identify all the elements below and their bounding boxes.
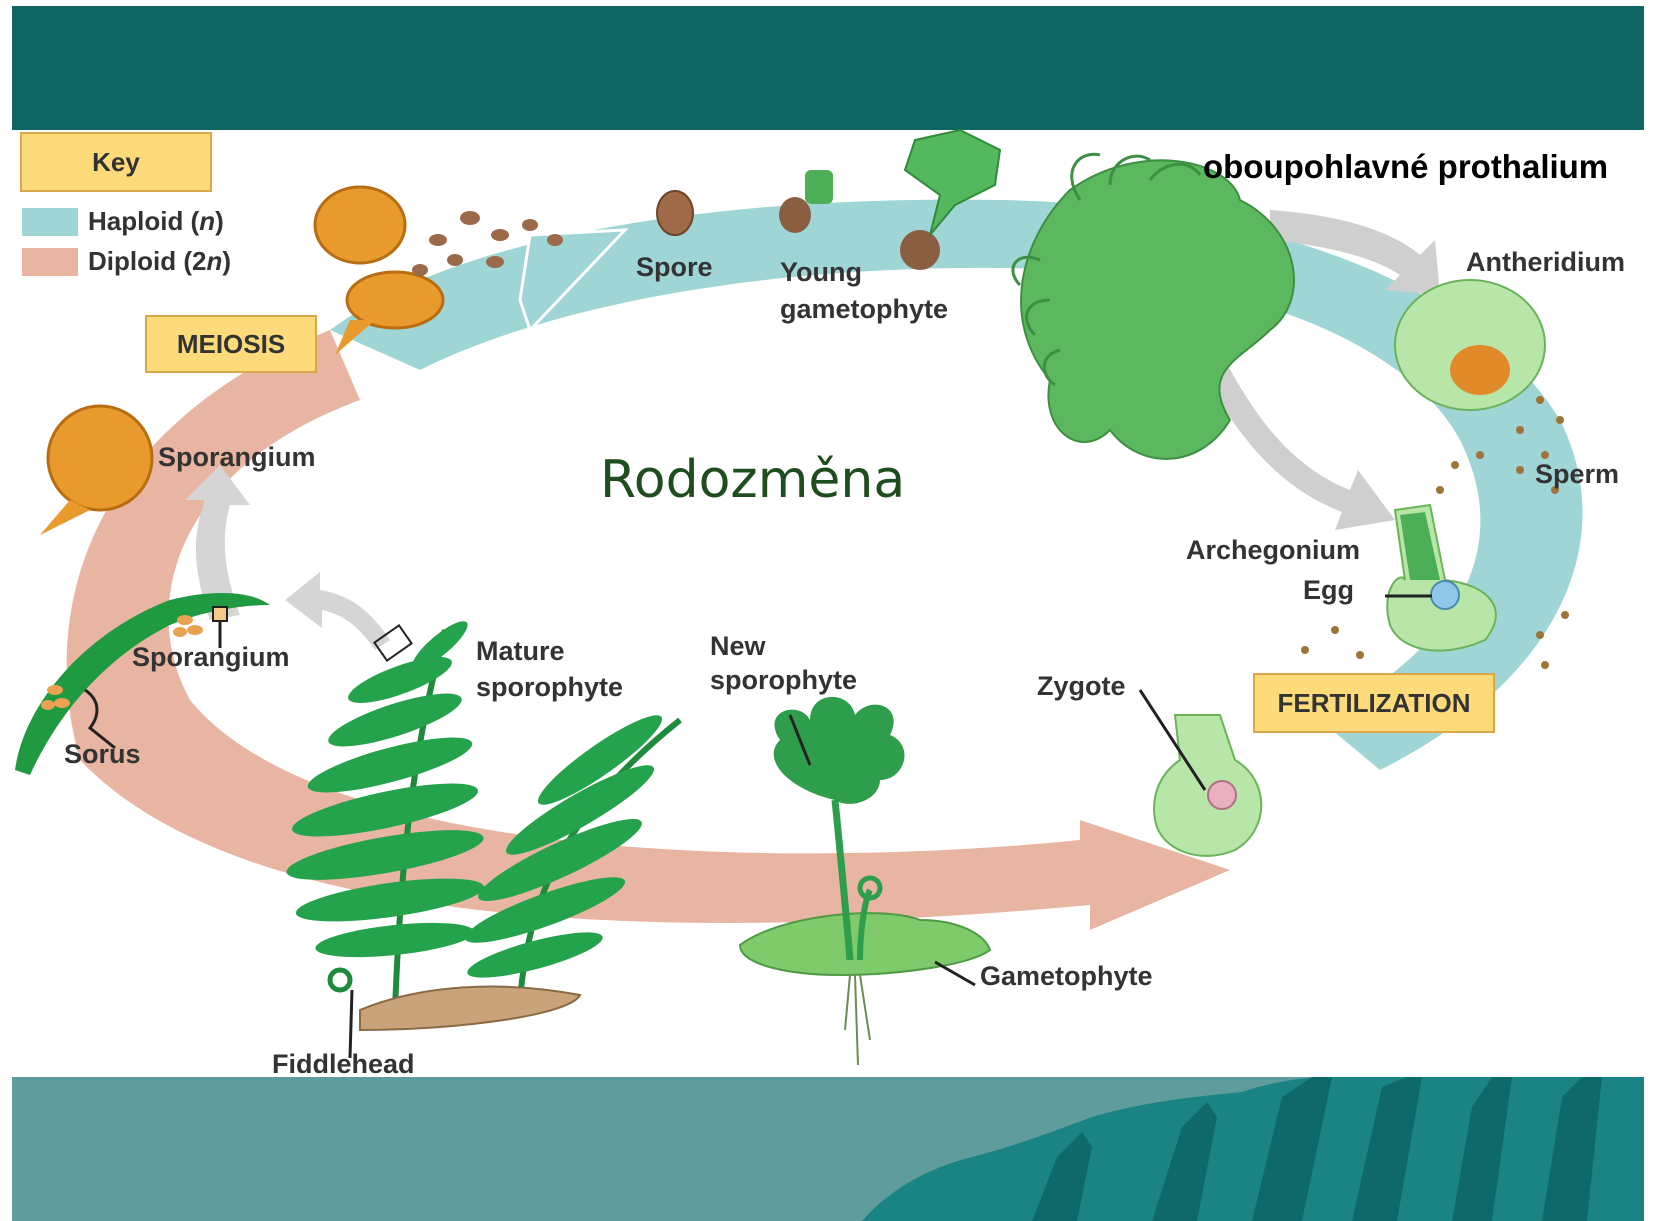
- key-heading-text: Key: [92, 147, 140, 178]
- diploid-label-end: ): [222, 246, 231, 276]
- label-zygote: Zygote: [1037, 672, 1126, 702]
- label-new-sporophyte-1: New: [710, 632, 766, 662]
- footer-decoration: [12, 1077, 1644, 1221]
- meiosis-text: MEIOSIS: [177, 329, 285, 360]
- haploid-label-end: ): [215, 206, 224, 236]
- footer-band: [12, 1077, 1644, 1221]
- label-new-sporophyte-2: sporophyte: [710, 666, 857, 696]
- pointer-arrow-frond: [285, 572, 390, 650]
- diploid-ploidy-var: n: [206, 246, 222, 276]
- egg-illustration: [1431, 581, 1459, 609]
- label-antheridium: Antheridium: [1466, 248, 1625, 278]
- label-sorus: Sorus: [64, 740, 141, 770]
- label-spore: Spore: [636, 253, 713, 283]
- label-young-gametophyte-1: Young: [780, 258, 862, 288]
- diagram-title: Rodozměna: [600, 450, 905, 510]
- haploid-swatch: [22, 208, 78, 236]
- label-sporangium-frond: Sporangium: [132, 643, 290, 673]
- diploid-label: Diploid (2: [88, 246, 206, 276]
- label-sporangium: Sporangium: [158, 443, 316, 473]
- fertilization-box: FERTILIZATION: [1253, 673, 1495, 733]
- haploid-ploidy-var: n: [199, 206, 215, 236]
- key-heading: Key: [20, 132, 212, 192]
- pointer-arrow-archegonium: [1200, 350, 1395, 530]
- label-sperm: Sperm: [1535, 460, 1619, 490]
- label-mature-sporophyte-2: sporophyte: [476, 673, 623, 703]
- label-young-gametophyte-2: gametophyte: [780, 295, 948, 325]
- meiosis-box: MEIOSIS: [145, 315, 317, 373]
- label-gametophyte: Gametophyte: [980, 962, 1153, 992]
- haploid-label: Haploid (: [88, 206, 199, 236]
- spore-illustration: [657, 191, 693, 235]
- label-archegonium: Archegonium: [1186, 536, 1360, 566]
- key-item-diploid: Diploid (2n): [88, 246, 231, 277]
- label-fiddlehead: Fiddlehead: [272, 1050, 415, 1080]
- key-item-haploid: Haploid (n): [88, 206, 224, 237]
- prothallium-caption: oboupohlavné prothalium: [1203, 148, 1608, 186]
- fertilization-text: FERTILIZATION: [1277, 688, 1470, 719]
- label-mature-sporophyte-1: Mature: [476, 637, 565, 667]
- label-egg: Egg: [1303, 576, 1354, 606]
- diploid-swatch: [22, 248, 78, 276]
- antheridium-illustration: [1395, 280, 1545, 410]
